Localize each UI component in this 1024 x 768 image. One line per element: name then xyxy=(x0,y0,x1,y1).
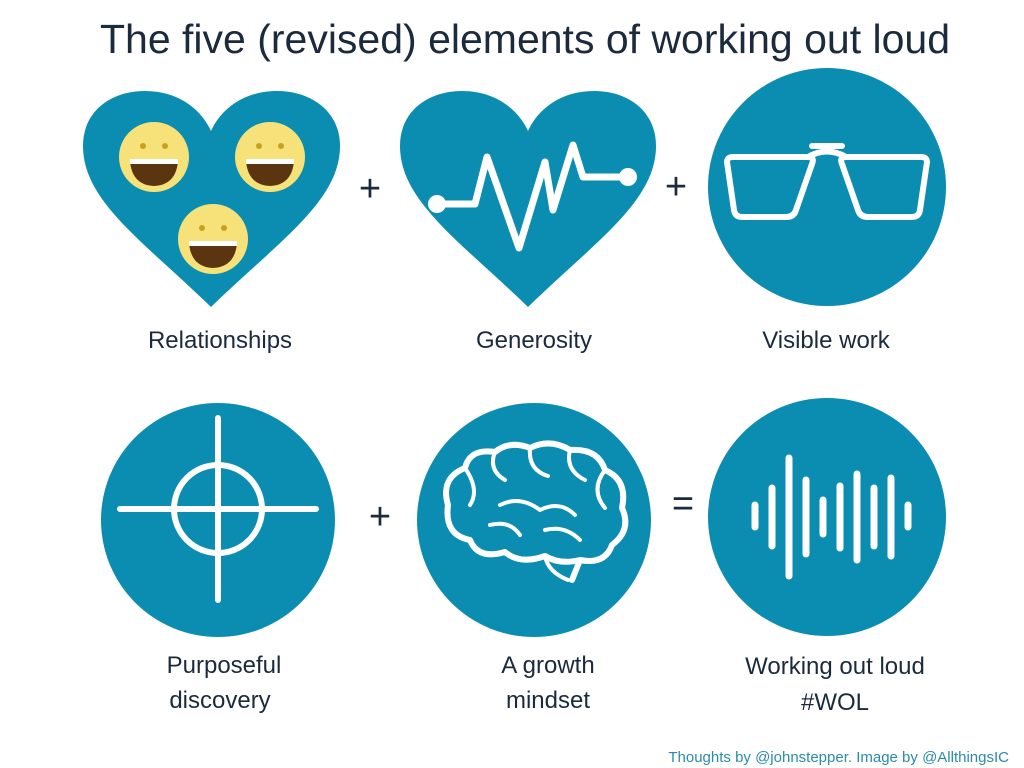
soundwave-icon xyxy=(708,398,946,636)
heart-pulse-icon xyxy=(400,91,656,307)
plus-operator: + xyxy=(369,496,391,538)
label-visible-work: Visible work xyxy=(762,327,891,354)
label-purposeful-line1: Purposeful xyxy=(167,652,282,679)
crosshair-icon xyxy=(101,403,335,637)
brain-icon xyxy=(417,403,651,637)
plus-operator: + xyxy=(359,168,381,210)
page-title: The five (revised) elements of working o… xyxy=(100,16,950,62)
label-wol-line2: #WOL xyxy=(801,689,869,716)
glasses-icon xyxy=(708,68,946,306)
label-wol-line1: Working out loud xyxy=(745,653,925,680)
label-generosity: Generosity xyxy=(476,327,592,354)
label-growth-line1: A growth xyxy=(501,652,594,679)
smiley-icon xyxy=(119,122,189,192)
label-growth-line2: mindset xyxy=(506,687,590,714)
credit-text: Thoughts by @johnstepper. Image by @Allt… xyxy=(668,749,1009,766)
plus-operator: + xyxy=(665,166,687,208)
label-relationships: Relationships xyxy=(148,327,292,354)
smiley-icon xyxy=(178,204,248,274)
smiley-icon xyxy=(235,122,305,192)
equals-operator: = xyxy=(672,483,694,525)
label-purposeful-line2: discovery xyxy=(169,687,270,714)
heart-smileys-icon xyxy=(83,91,340,307)
